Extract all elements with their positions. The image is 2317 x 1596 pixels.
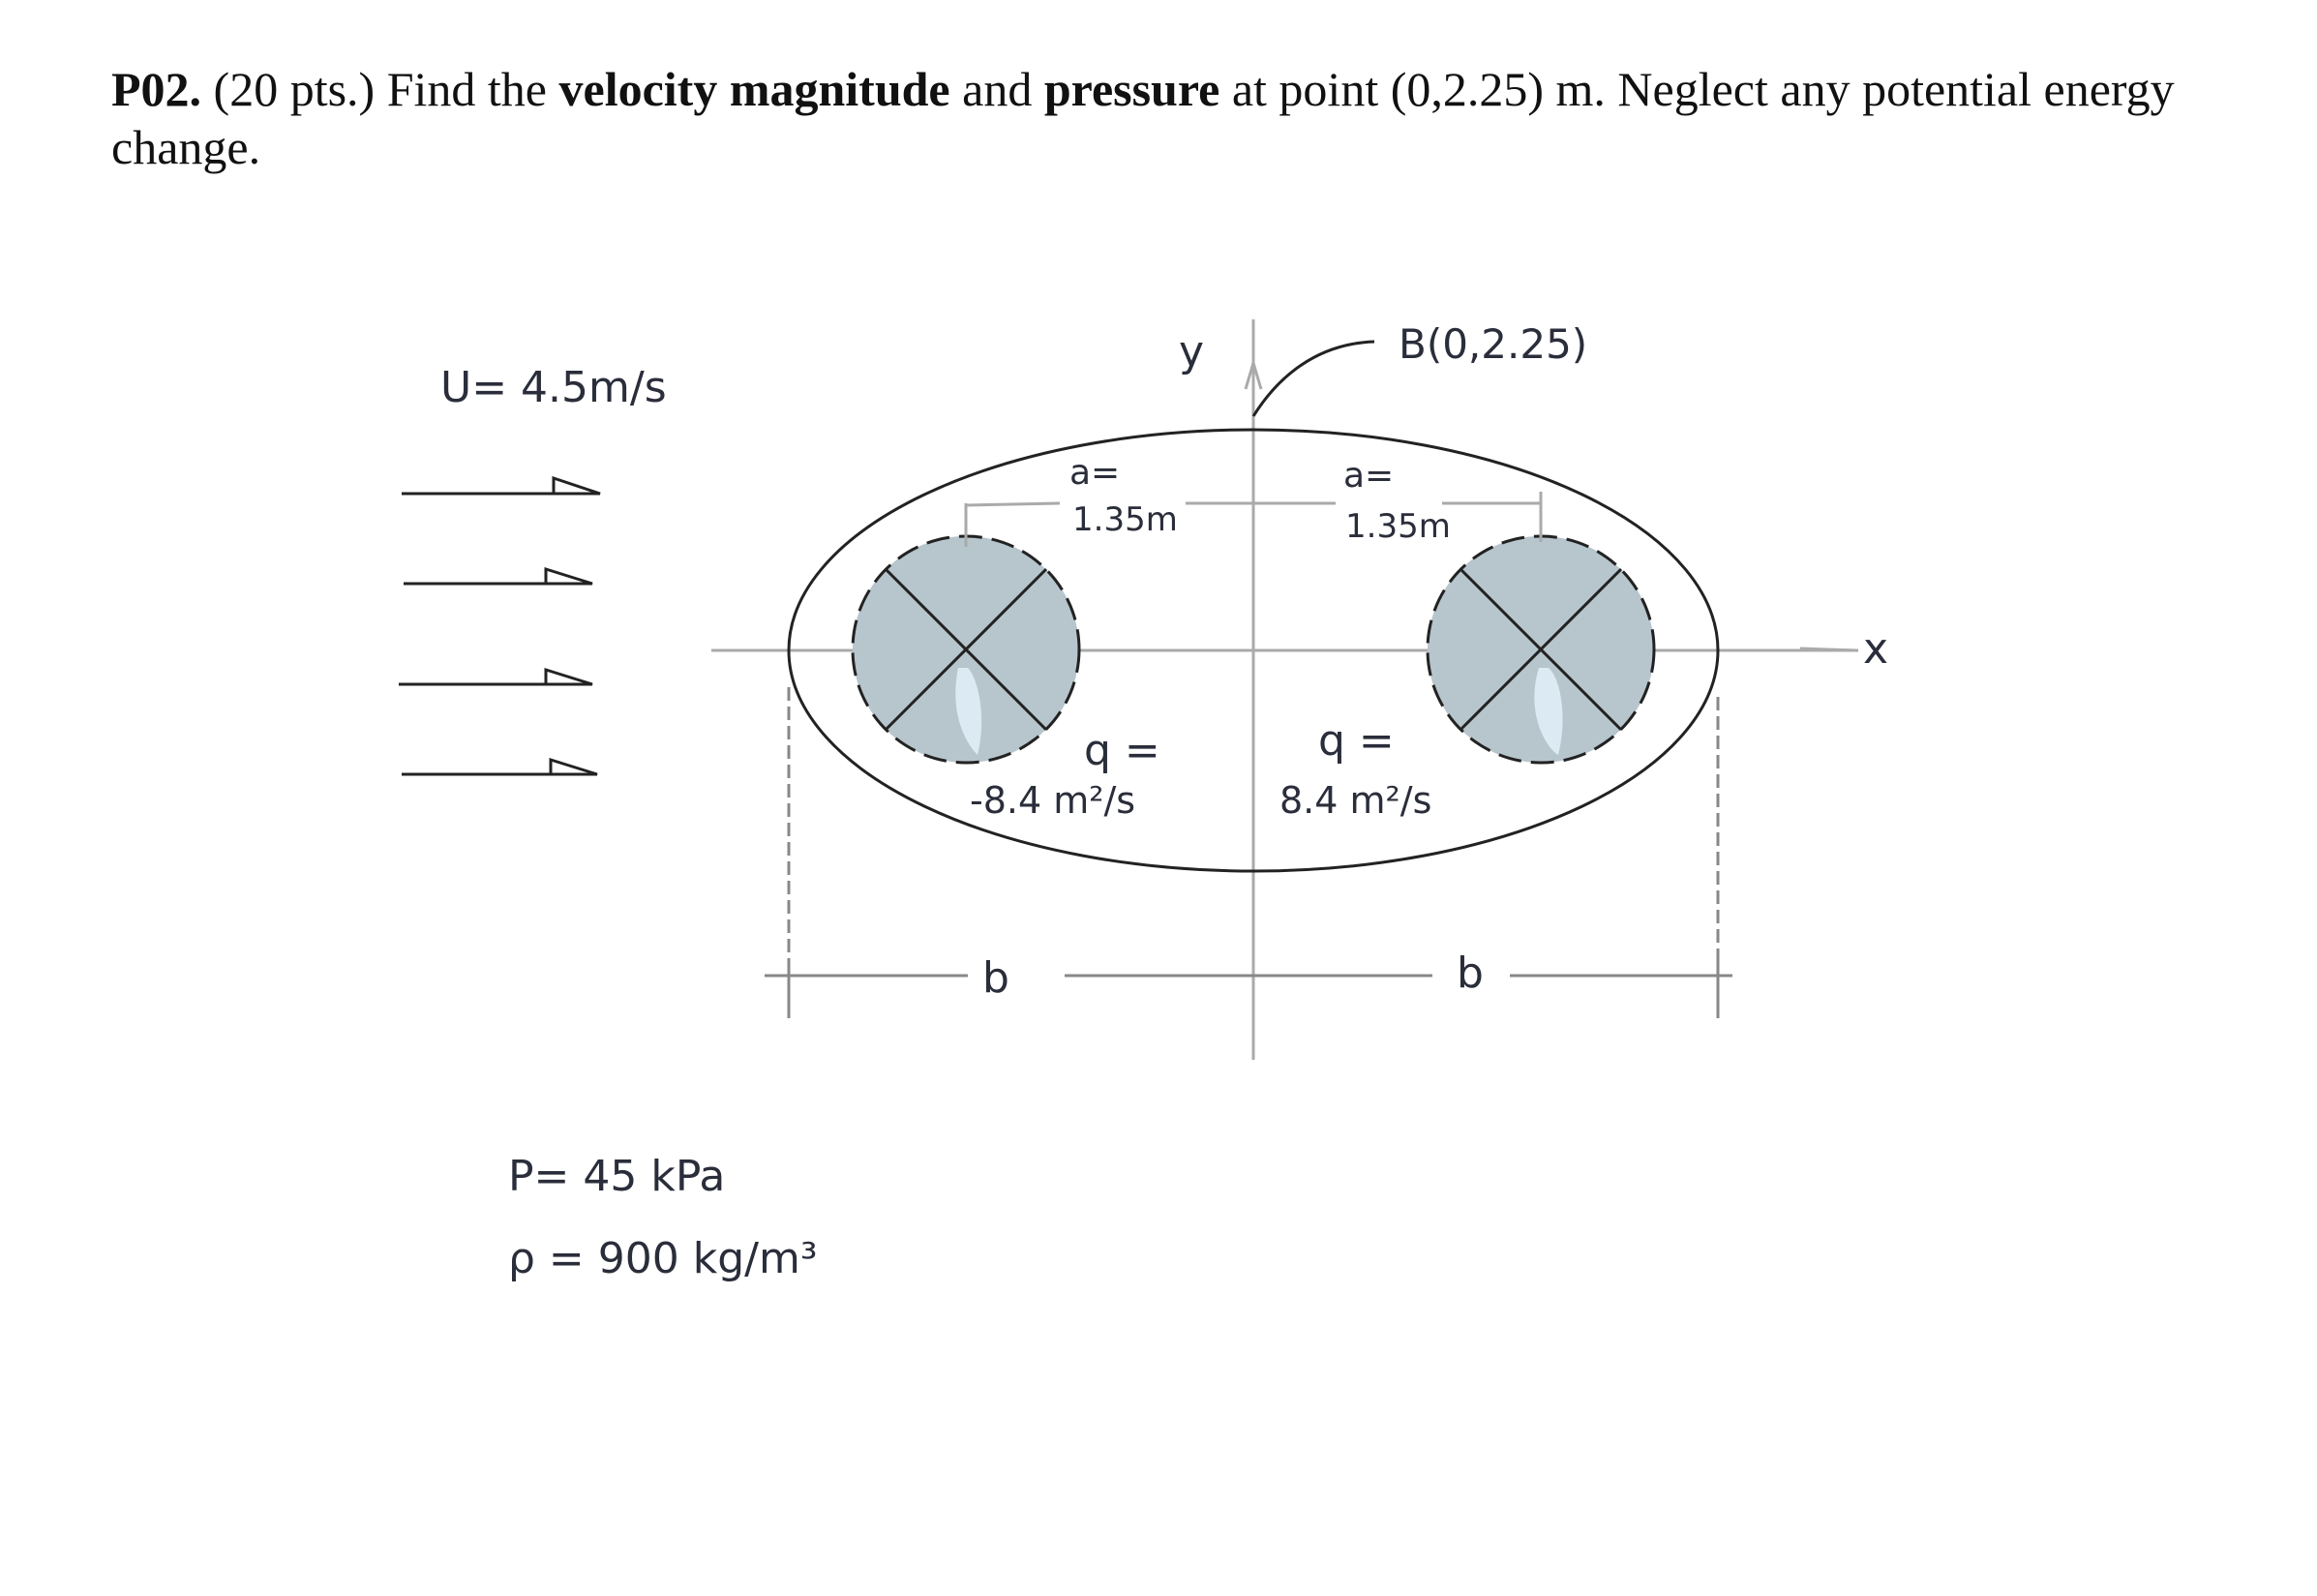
q-label-left: q = <box>1084 726 1160 775</box>
b-dimension-label-right: b <box>1457 949 1484 998</box>
a-value-right: 1.35m <box>1345 507 1451 546</box>
rankine-oval <box>787 428 1720 873</box>
q-value-right: 8.4 m²/s <box>1279 779 1431 822</box>
density-label: ρ = 900 kg/m³ <box>508 1234 817 1283</box>
free-stream-velocity-label: U= 4.5m/s <box>440 363 667 412</box>
problem-text-2: and <box>962 62 1033 116</box>
x-axis-label: x <box>1863 624 1888 674</box>
y-axis-arrow <box>1244 357 1263 390</box>
a-label-right: a= <box>1343 456 1394 496</box>
problem-id: P02. <box>111 62 202 116</box>
problem-bold-velocity: velocity magnitude <box>558 62 950 116</box>
q-value-left: -8.4 m²/s <box>970 779 1135 822</box>
point-b-leader <box>1251 340 1375 417</box>
a-value-left: 1.35m <box>1072 500 1178 539</box>
free-stream-arrows <box>399 475 601 776</box>
b-dimension-lines <box>765 687 1732 1018</box>
q-label-right: q = <box>1318 716 1395 766</box>
pressure-label: P= 45 kPa <box>508 1152 725 1201</box>
a-label-left: a= <box>1069 453 1120 493</box>
problem-statement: P02. (20 pts.) Find the velocity magnitu… <box>111 60 2221 176</box>
problem-points: (20 pts.) <box>213 62 376 116</box>
source-circle <box>1426 534 1656 765</box>
a-dimension-lines <box>964 492 1543 547</box>
problem-bold-pressure: pressure <box>1043 62 1220 116</box>
y-axis-label: y <box>1179 327 1204 376</box>
problem-text-3: at point (0,2.25) m. Neglect any potenti… <box>111 62 2175 174</box>
sink-circle <box>851 534 1081 765</box>
point-b-label: B(0,2.25) <box>1399 320 1587 368</box>
x-axis-arrow <box>1799 647 1857 652</box>
problem-text-1: Find the <box>386 62 547 116</box>
b-dimension-label-left: b <box>982 953 1009 1003</box>
